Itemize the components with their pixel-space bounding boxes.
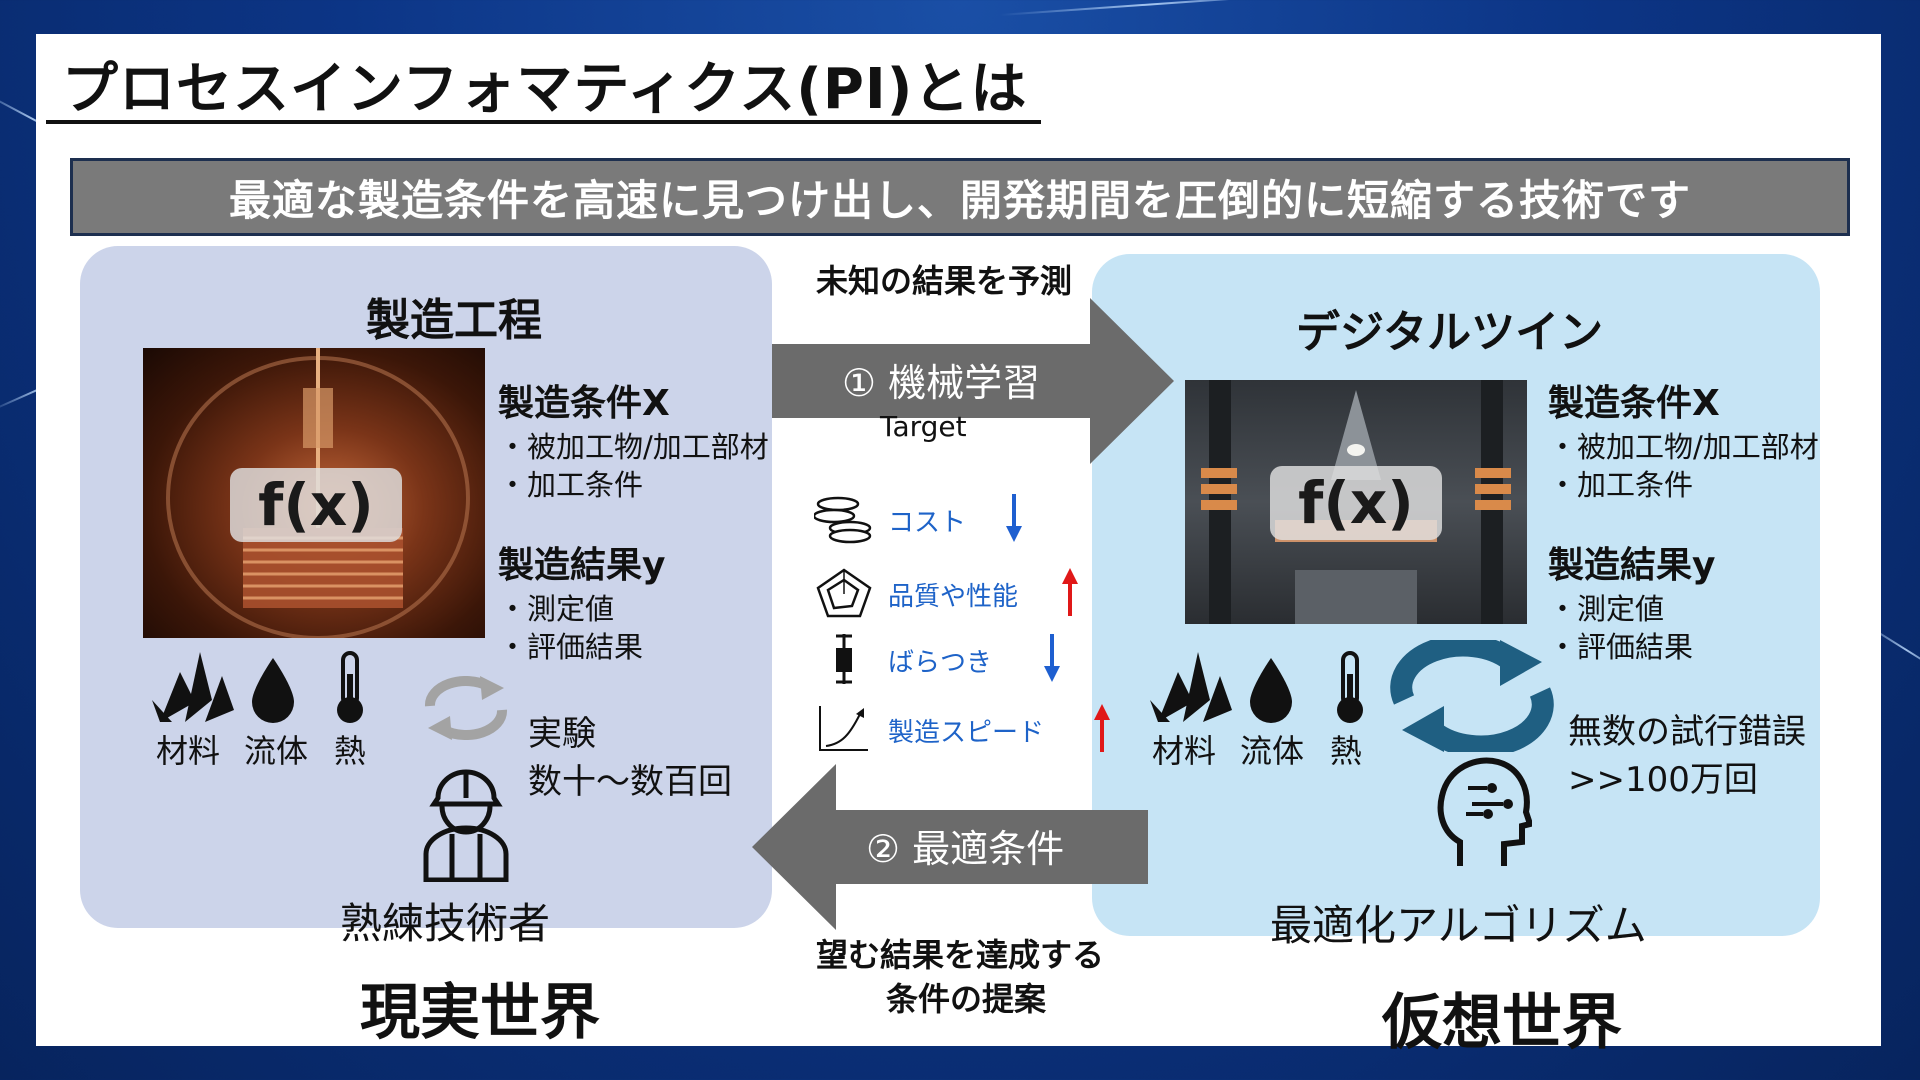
left-icon-label-heat: 熱 <box>334 732 367 770</box>
droplet-icon <box>1250 658 1292 723</box>
target-title: Target <box>880 410 967 443</box>
background-light-streak <box>999 0 1300 16</box>
title-underline <box>46 120 1041 124</box>
summary-banner: 最適な製造条件を高速に見つけ出し、開発期間を圧倒的に短縮する技術です <box>70 158 1850 236</box>
ai-brain-head-icon <box>1437 757 1532 866</box>
left-result-label: 製造結果y <box>498 545 666 586</box>
arrow-down-icon <box>1044 634 1060 682</box>
engineer-icon <box>423 769 509 882</box>
target-label: コスト <box>888 508 967 538</box>
arrow-down-icon <box>1006 494 1022 542</box>
left-fx-box: f(x) <box>230 468 402 542</box>
machine-learning-label: ① 機械学習 <box>842 361 1041 405</box>
proposal-caption-line: 条件の提案 <box>886 980 1047 1018</box>
digital-twin-render <box>1185 380 1527 624</box>
target-label: 製造スピード <box>888 718 1045 748</box>
right-result-item: ・測定値 <box>1548 592 1665 626</box>
left-condition-item: ・被加工物/加工部材 <box>498 430 769 464</box>
target-row-variance: ばらつき <box>814 634 1114 684</box>
target-label: 品質や性能 <box>888 582 1019 612</box>
right-result-label: 製造結果y <box>1548 545 1716 586</box>
left-actor-label: 熟練技術者 <box>340 899 551 948</box>
boxplot-icon <box>836 634 852 684</box>
right-fx-box: f(x) <box>1270 466 1442 540</box>
page-title: プロセスインフォマティクス(PI)とは <box>62 57 1028 122</box>
left-result-item: ・測定値 <box>498 592 615 626</box>
target-label: ばらつき <box>888 648 993 678</box>
coins-icon <box>814 496 872 544</box>
real-world-label: 現実世界 <box>360 978 600 1048</box>
experiment-label: 実験 <box>528 714 596 754</box>
right-icon-label-heat: 熱 <box>1330 732 1363 770</box>
growth-chart-icon <box>819 706 868 751</box>
droplet-icon <box>252 658 294 723</box>
target-row-cost: コスト <box>814 494 1114 544</box>
right-icon-label-material: 材料 <box>1152 732 1217 770</box>
arrow-up-icon <box>1062 568 1078 616</box>
optimal-condition-arrow <box>752 764 1148 930</box>
crystal-icon <box>152 652 234 722</box>
cycle-arrows-icon <box>425 676 507 740</box>
virtual-world-label: 仮想世界 <box>1382 988 1622 1058</box>
radar-chart-icon <box>816 568 872 618</box>
cycle-arrows-large-icon <box>1390 640 1554 752</box>
left-condition-label: 製造条件X <box>498 383 670 424</box>
optimal-condition-label: ② 最適条件 <box>866 827 1065 871</box>
left-icon-label-material: 材料 <box>156 732 221 770</box>
left-result-item: ・評価結果 <box>498 630 644 664</box>
left-condition-item: ・加工条件 <box>498 468 644 502</box>
thermometer-icon <box>337 651 363 723</box>
trial-label: 無数の試行錯誤 <box>1568 712 1806 752</box>
experiment-count: 数十～数百回 <box>528 762 732 802</box>
arrow-up-icon <box>1094 704 1110 752</box>
right-condition-item: ・加工条件 <box>1548 468 1694 502</box>
right-condition-item: ・被加工物/加工部材 <box>1548 430 1819 464</box>
prediction-caption: 未知の結果を予測 <box>816 262 1073 300</box>
left-panel-heading: 製造工程 <box>366 295 542 346</box>
target-row-quality: 品質や性能 <box>814 568 1114 618</box>
right-condition-label: 製造条件X <box>1548 383 1720 424</box>
right-panel-heading: デジタルツイン <box>1296 307 1604 358</box>
summary-banner-text: 最適な製造条件を高速に見つけ出し、開発期間を圧倒的に短縮する技術です <box>228 175 1691 225</box>
crystal-icon <box>1150 652 1232 722</box>
thermometer-icon <box>1337 651 1363 723</box>
right-icon-label-fluid: 流体 <box>1240 732 1305 770</box>
machine-learning-arrow <box>772 298 1174 464</box>
trial-count: >>100万回 <box>1568 760 1758 800</box>
left-icon-label-fluid: 流体 <box>244 732 309 770</box>
proposal-caption-line: 望む結果を達成する <box>816 936 1105 974</box>
target-row-speed: 製造スピード <box>814 704 1114 754</box>
right-result-item: ・評価結果 <box>1548 630 1694 664</box>
right-actor-label: 最適化アルゴリズム <box>1270 901 1647 950</box>
